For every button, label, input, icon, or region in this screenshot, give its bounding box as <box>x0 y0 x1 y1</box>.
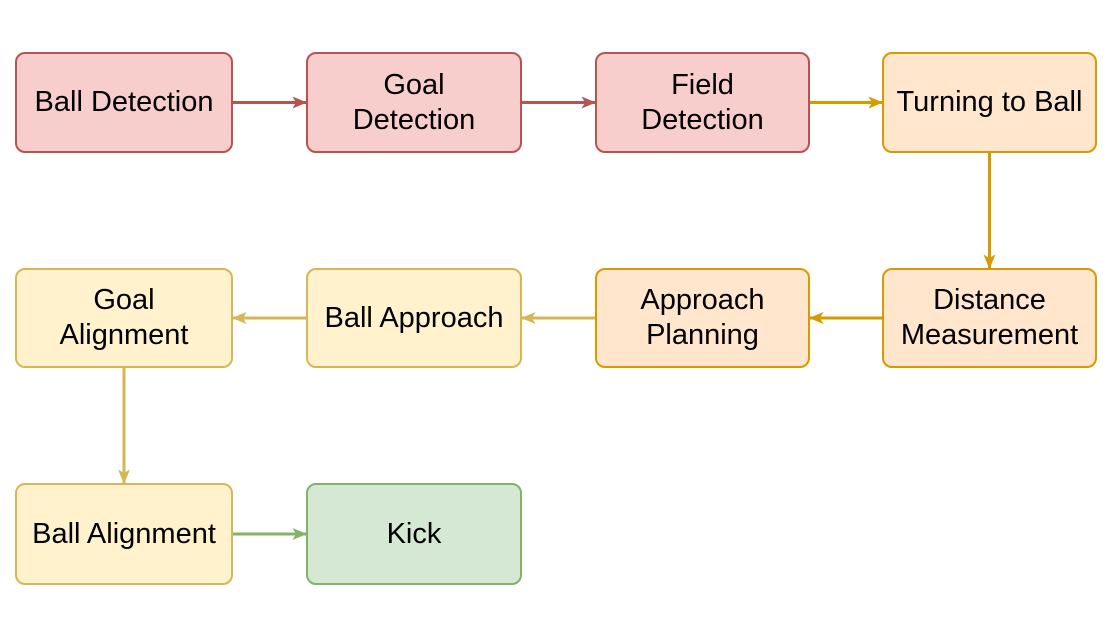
node-label: Kick <box>386 517 442 550</box>
node-approach-planning: Approach Planning <box>595 268 810 368</box>
node-field-detection: Field Detection <box>595 52 810 153</box>
node-label: Goal Detection <box>352 68 476 136</box>
node-ball-alignment: Ball Alignment <box>15 483 233 585</box>
node-label: Distance Measurement <box>900 284 1079 351</box>
node-label: Turning to Ball <box>896 86 1083 118</box>
node-label: Ball Detection <box>34 86 214 118</box>
node-distance-measurement: Distance Measurement <box>882 268 1097 368</box>
node-ball-detection: Ball Detection <box>15 52 233 153</box>
node-label: Ball Approach <box>324 301 504 334</box>
node-label: Field Detection <box>641 68 764 136</box>
node-label: Ball Alignment <box>32 517 216 550</box>
node-kick: Kick <box>306 483 522 585</box>
node-ball-approach: Ball Approach <box>306 268 522 368</box>
node-goal-alignment: Goal Alignment <box>15 268 233 368</box>
node-turning-to-ball: Turning to Ball <box>882 52 1097 153</box>
node-goal-detection: Goal Detection <box>306 52 522 153</box>
node-label: Goal Alignment <box>59 284 189 351</box>
node-label: Approach Planning <box>640 284 765 351</box>
